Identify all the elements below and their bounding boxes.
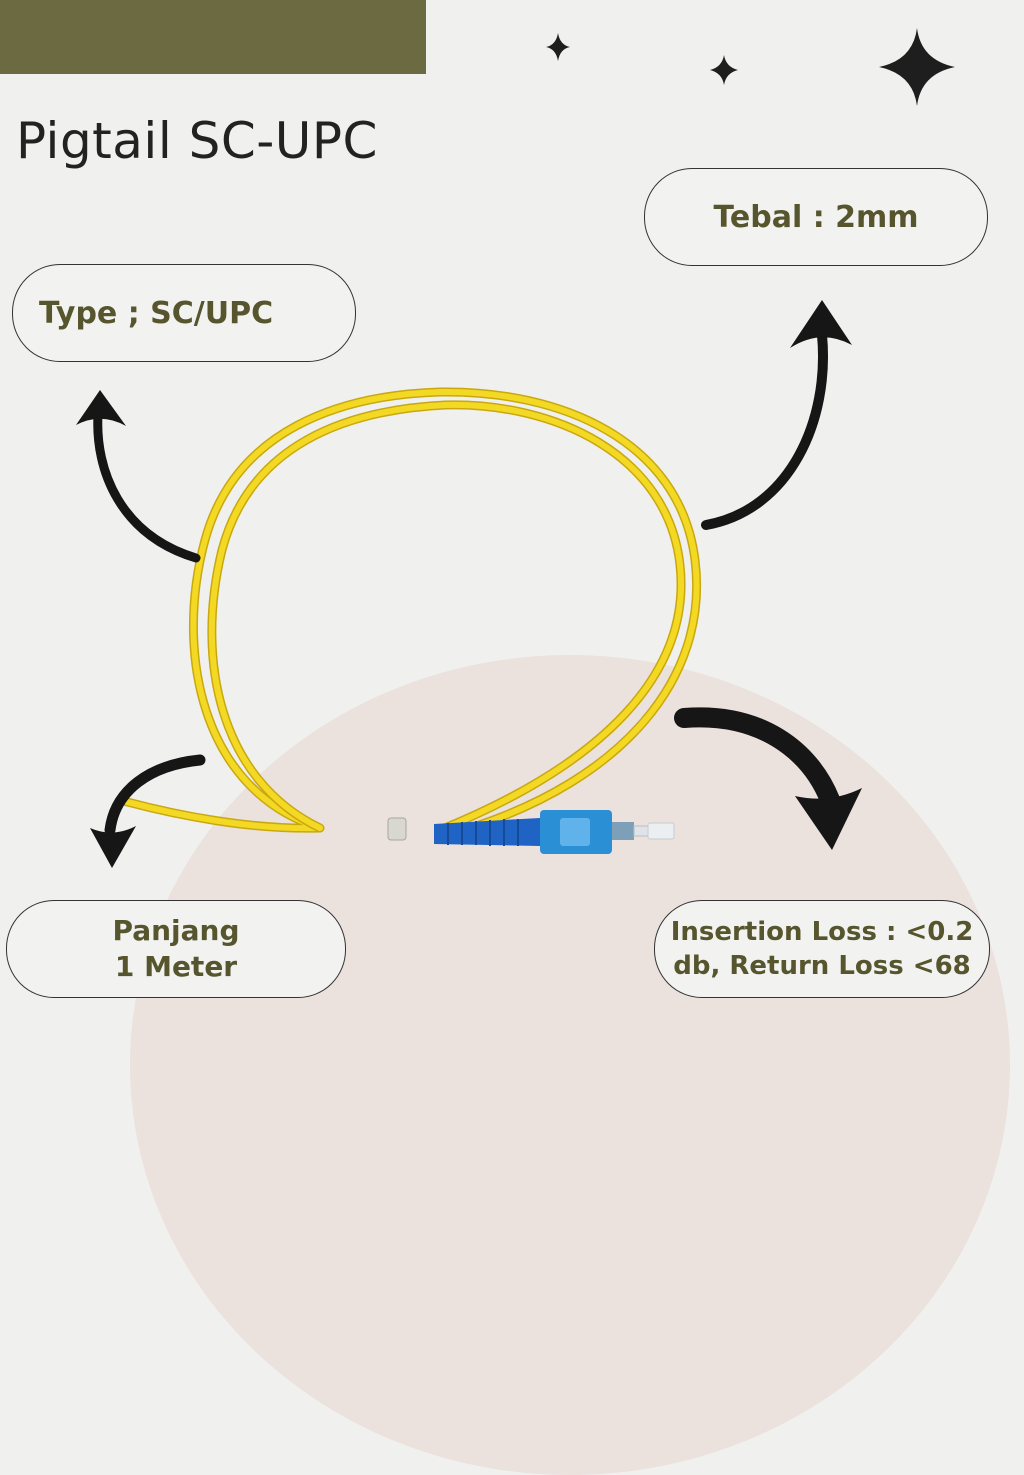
- pigtail-cable-image: [115, 387, 701, 854]
- type-label-pill: Type ; SC/UPC: [12, 264, 356, 362]
- curved-arrow-icon: [90, 754, 206, 868]
- sparkles: [546, 28, 955, 106]
- curved-arrow-icon: [701, 300, 852, 530]
- page-title: Pigtail SC-UPC: [16, 112, 378, 170]
- loss-label-pill: Insertion Loss : <0.2 db, Return Loss <6…: [654, 900, 990, 998]
- curved-arrow-icon: [674, 707, 862, 850]
- curved-arrow-icon: [76, 390, 201, 563]
- thickness-label: Tebal : 2mm: [713, 199, 919, 235]
- length-label-line1: Panjang: [112, 914, 240, 947]
- thickness-label-pill: Tebal : 2mm: [644, 168, 988, 266]
- loss-label-line2: db, Return Loss <68: [673, 951, 971, 981]
- arrows: [76, 300, 862, 868]
- loss-label-line1: Insertion Loss : <0.2: [670, 917, 974, 947]
- length-label-pill: Panjang 1 Meter: [6, 900, 346, 998]
- sparkle-icon: [546, 33, 570, 61]
- sparkle-icon: [879, 28, 955, 106]
- sparkle-icon: [710, 55, 738, 85]
- length-label-line2: 1 Meter: [114, 950, 238, 983]
- header-color-band: [0, 0, 426, 74]
- type-label: Type ; SC/UPC: [39, 295, 274, 331]
